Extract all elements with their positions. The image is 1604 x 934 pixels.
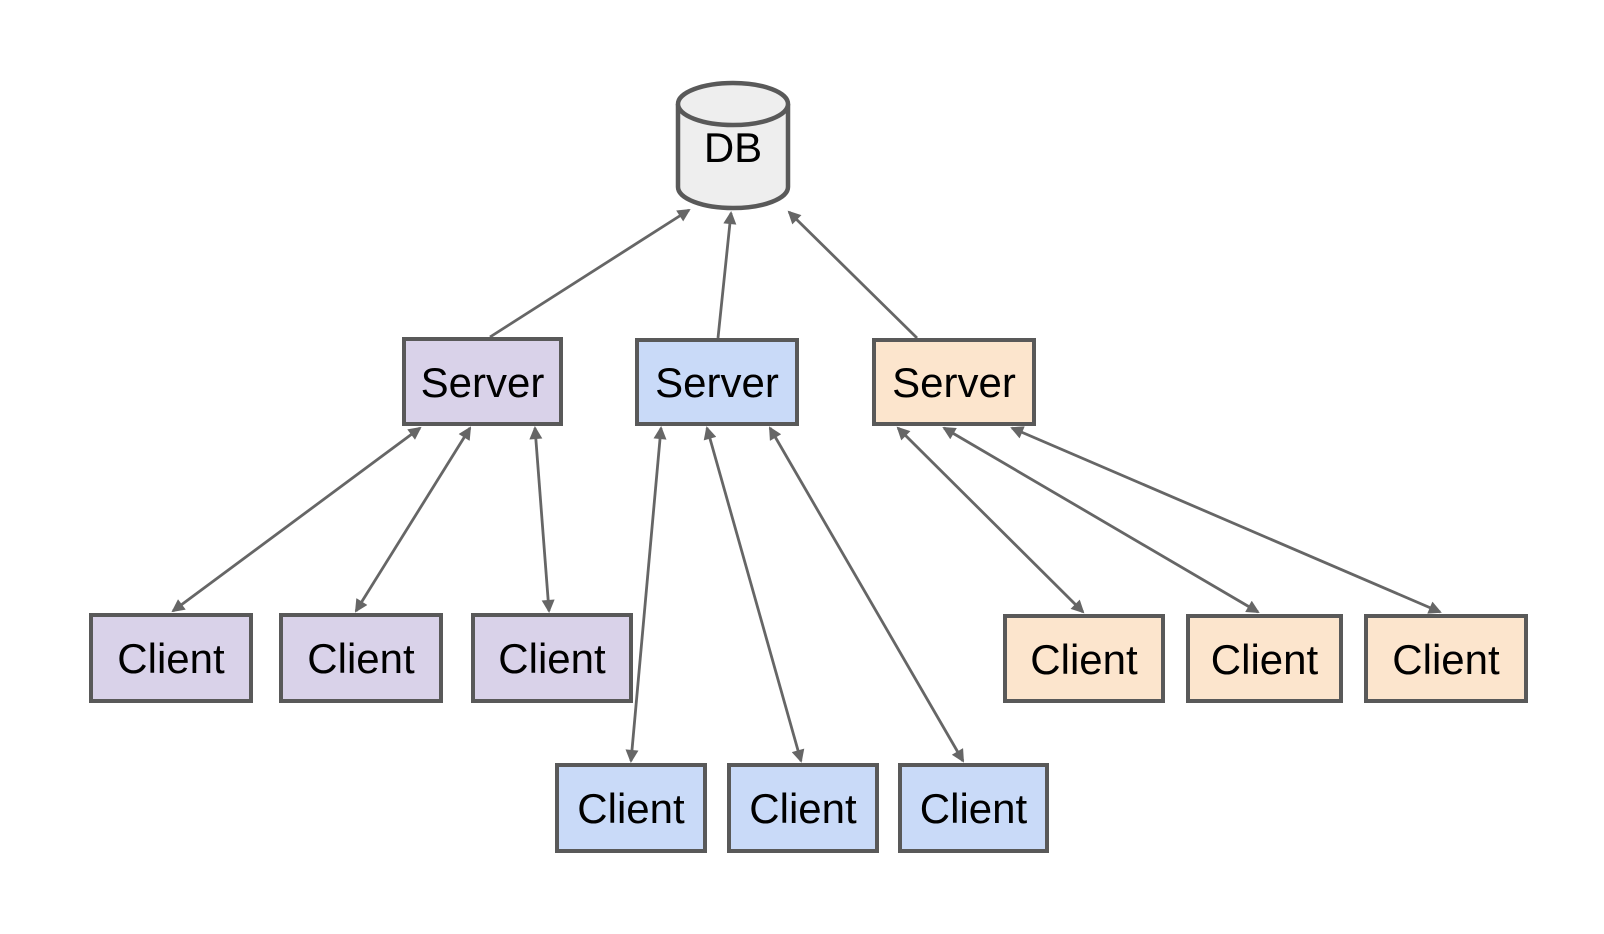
- client-5-label: Client: [749, 785, 857, 832]
- client-1-label: Client: [117, 635, 225, 682]
- client-7-label: Client: [1030, 635, 1138, 683]
- client-node-4: Client: [555, 763, 707, 853]
- client-node-6: Client: [898, 763, 1049, 853]
- server-3-label: Server: [892, 359, 1016, 406]
- server-node-3: Server: [872, 338, 1036, 426]
- db-label: DB: [703, 124, 763, 171]
- edge-server2-client4: [625, 426, 667, 763]
- edge-server1-to-db: [489, 208, 691, 339]
- edge-server3-client9: [1010, 426, 1442, 614]
- edge-server2-client5: [703, 426, 805, 763]
- server-node-2: Server: [635, 338, 799, 426]
- client-node-8: Client: [1186, 614, 1343, 703]
- client-node-3: Client: [471, 613, 633, 703]
- edge-server2-client6: [768, 426, 965, 763]
- edge-server1-client2: [354, 426, 472, 613]
- client-node-9: Client: [1364, 614, 1528, 703]
- client-6-label: Client: [919, 785, 1028, 832]
- client-9-label: Client: [1392, 635, 1500, 683]
- client-node-7: Client: [1003, 614, 1165, 703]
- edge-server1-client1: [171, 426, 422, 613]
- client-4-label: Client: [577, 785, 685, 832]
- db-cylinder-top: [675, 80, 791, 128]
- edge-server1-client3: [529, 426, 555, 613]
- client-node-5: Client: [727, 763, 879, 853]
- client-2-label: Client: [307, 635, 415, 682]
- server-2-label: Server: [655, 359, 779, 406]
- edge-server3-to-db: [787, 210, 918, 339]
- server-node-1: Server: [402, 337, 563, 426]
- db-cylinder: [675, 80, 791, 211]
- client-node-1: Client: [89, 613, 253, 703]
- client-8-label: Client: [1210, 635, 1319, 683]
- server-1-label: Server: [420, 358, 545, 406]
- edge-server2-to-db: [716, 211, 737, 339]
- client-3-label: Client: [498, 635, 606, 682]
- client-node-2: Client: [279, 613, 443, 703]
- db-cylinder-body: [675, 104, 791, 211]
